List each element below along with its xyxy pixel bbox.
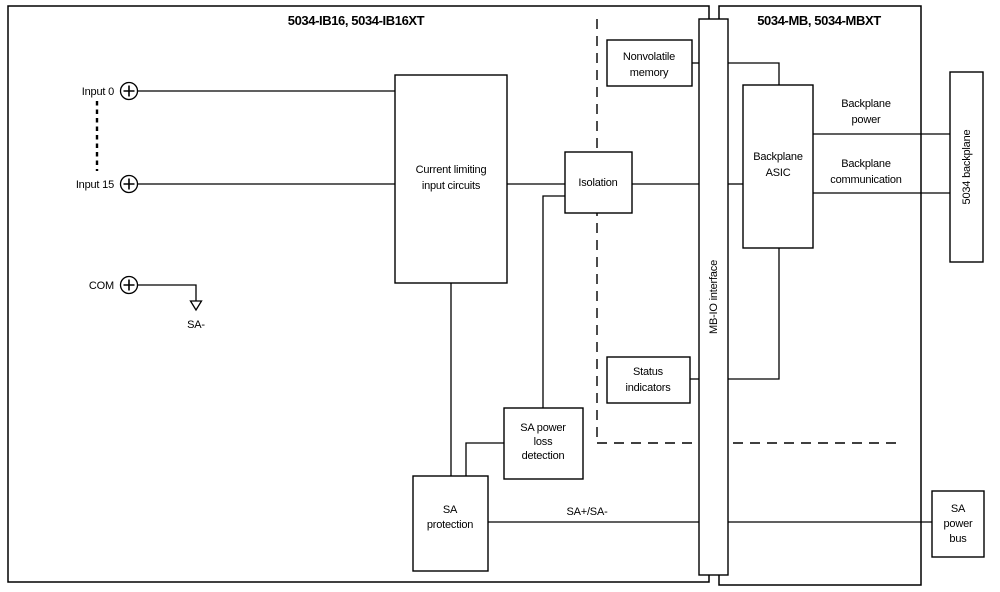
sa-minus-label: SA-	[187, 319, 205, 331]
backplane-communication-label-line2: communication	[830, 174, 901, 186]
status-indicators-label-line2: indicators	[625, 382, 671, 394]
sa-power-bus-label-line3: bus	[949, 533, 967, 545]
input0-terminal: Input 0	[82, 81, 139, 101]
mb-io-interface-label: MB-IO interface	[708, 260, 720, 334]
current-limiting-label-line2: input circuits	[422, 180, 481, 192]
current-limiting-box: Current limiting input circuits	[394, 74, 508, 284]
sa-power-bus-rect	[931, 490, 985, 558]
sa-power-bus-box: SA power bus	[931, 490, 985, 558]
sa-power-bus-label-line1: SA	[951, 503, 966, 515]
sa-power-loss-label-line2: loss	[534, 436, 553, 448]
sa-power-loss-detection-box: SA power loss detection	[503, 407, 584, 480]
status-indicators-rect	[606, 356, 691, 404]
sa-power-bus-label-line2: power	[944, 518, 973, 530]
isolation-label: Isolation	[578, 177, 617, 189]
nonvolatile-memory-rect	[606, 39, 693, 87]
sa-protection-label-line1: SA	[443, 504, 458, 516]
backplane-5034-label: 5034 backplane	[961, 129, 973, 204]
current-limiting-label-line1: Current limiting	[416, 164, 487, 176]
nonvolatile-memory-label-line1: Nonvolatile	[623, 51, 675, 63]
sa-bus-label: SA+/SA-	[566, 506, 608, 518]
mb-io-interface-rect	[698, 18, 729, 576]
sa-power-loss-rect	[503, 407, 584, 480]
com-terminal: COM	[89, 275, 139, 295]
sa-protection-box: SA protection	[412, 475, 489, 572]
backplane-5034-box: 5034 backplane	[949, 71, 984, 263]
screw-terminal-icon	[119, 174, 139, 194]
sa-protection-label-line2: protection	[427, 519, 473, 531]
wire-asic-bottom-to-mbio	[728, 248, 780, 380]
current-limiting-rect	[394, 74, 508, 284]
nonvolatile-memory-box: Nonvolatile memory	[606, 39, 693, 87]
isolation-box: Isolation	[564, 151, 633, 214]
backplane-power-label-line2: power	[852, 114, 881, 126]
left-module-title: 5034-IB16, 5034-IB16XT	[288, 13, 425, 28]
backplane-asic-rect	[742, 84, 814, 249]
right-module-title: 5034-MB, 5034-MBXT	[757, 13, 881, 28]
sa-power-loss-label-line3: detection	[522, 450, 565, 462]
backplane-communication-label-line1: Backplane	[841, 158, 891, 170]
backplane-asic-label-line1: Backplane	[753, 151, 803, 163]
com-label: COM	[89, 280, 114, 292]
screw-terminal-icon	[119, 275, 139, 295]
ground-arrow-icon	[189, 300, 203, 312]
backplane-asic-box: Backplane ASIC	[742, 84, 814, 249]
backplane-asic-label-line2: ASIC	[766, 167, 791, 179]
isolation-rect	[564, 151, 633, 214]
wire-isolation-to-sa-power-loss	[542, 195, 565, 408]
status-indicators-box: Status indicators	[606, 356, 691, 404]
mb-io-interface-box: MB-IO interface	[698, 18, 729, 576]
sa-power-loss-label-line1: SA power	[520, 422, 566, 434]
backplane-5034-rect	[949, 71, 984, 263]
input0-label: Input 0	[82, 86, 114, 98]
screw-terminal-icon	[119, 81, 139, 101]
input15-terminal: Input 15	[76, 174, 139, 194]
sa-minus-reference: SA-	[187, 300, 206, 331]
backplane-power-label-line1: Backplane	[841, 98, 891, 110]
nonvolatile-memory-label-line2: memory	[630, 67, 669, 79]
wire-mbio-to-asic-top	[728, 62, 780, 85]
wire-com-to-sa-minus	[129, 284, 197, 301]
sa-protection-rect	[412, 475, 489, 572]
status-indicators-label-line1: Status	[633, 366, 664, 378]
input15-label: Input 15	[76, 179, 114, 191]
wire-sa-power-loss-to-sa-protection	[465, 442, 504, 476]
